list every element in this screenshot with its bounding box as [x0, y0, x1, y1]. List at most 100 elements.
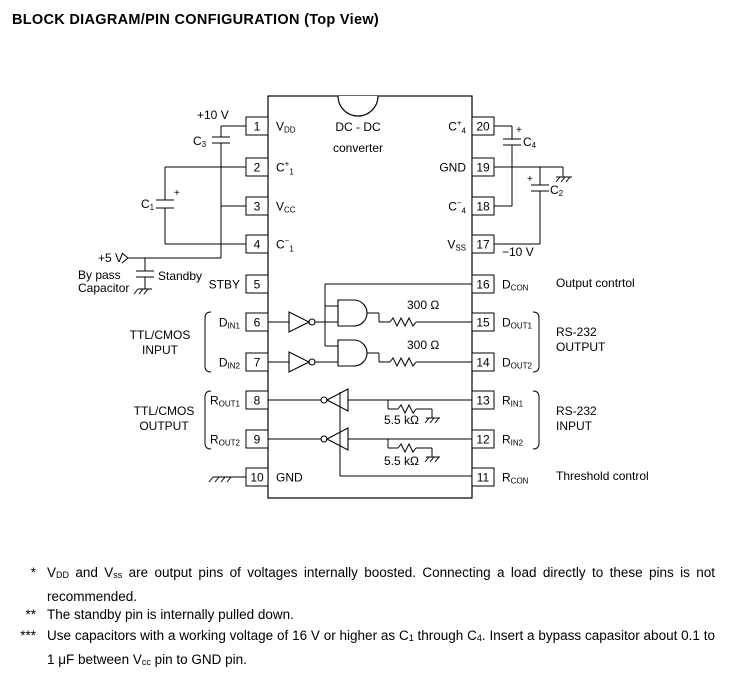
minus-10v-label: −10 V: [502, 245, 534, 259]
pin-number: 9: [254, 433, 261, 447]
c1-plus-sign: +: [174, 188, 180, 199]
c4-label: C4: [523, 135, 537, 150]
pin-6: 6 DIN1: [219, 312, 269, 332]
pin-number: 4: [254, 238, 261, 252]
pin-number: 15: [476, 316, 490, 330]
pin-1: 1 VDD: [245, 116, 296, 136]
pin-name: RIN1: [502, 394, 524, 409]
pin-19: 19 GND: [439, 157, 495, 177]
ttl-input-label-1: TTL/CMOS: [130, 328, 191, 342]
ttl-output-label-1: TTL/CMOS: [134, 404, 195, 418]
pin-name: ROUT2: [210, 433, 241, 448]
pin-20: 20 C+4: [448, 116, 495, 136]
bypass-label-2: Capacitor: [78, 281, 129, 295]
pin-number: 20: [476, 120, 490, 134]
pin-name: C+1: [276, 160, 294, 177]
pin-name: C−4: [448, 199, 466, 216]
pin-name: ROUT1: [210, 394, 241, 409]
pin-15: 15 DOUT1: [471, 312, 533, 332]
pin-name: DOUT1: [502, 316, 533, 331]
pin-name: DOUT2: [502, 356, 533, 371]
ttl-input-label-2: INPUT: [142, 343, 179, 357]
pin-8: 8 ROUT1: [210, 390, 269, 410]
pin-number: 13: [476, 394, 490, 408]
pin-name: C+4: [448, 119, 466, 136]
rs232-output-label-2: OUTPUT: [556, 340, 606, 354]
ttl-output-label-2: OUTPUT: [139, 419, 189, 433]
pin-name: C−1: [276, 237, 294, 254]
group-brackets: [204, 311, 540, 450]
pin-number: 8: [254, 394, 261, 408]
resistor-300-label-1: 300 Ω: [407, 298, 439, 312]
pin-number: 17: [476, 238, 490, 252]
resistor-5k5-label-1: 5.5 kΩ: [384, 413, 419, 427]
pin-name: VDD: [276, 120, 296, 135]
rs232-output-label-1: RS-232: [556, 325, 597, 339]
pin-name: VSS: [447, 238, 466, 253]
footnote-mark: *: [30, 565, 36, 580]
pin-3: 3 VCC: [245, 196, 296, 216]
pin-number: 18: [476, 200, 490, 214]
pin-number: 14: [476, 356, 490, 370]
converter-label-1: DC - DC: [335, 120, 381, 134]
pin-number: 3: [254, 200, 261, 214]
pin-number: 7: [254, 356, 261, 370]
pin-number: 1: [254, 120, 261, 134]
pin-14: 14 DOUT2: [471, 352, 533, 372]
plus-5v-label: +5 V: [98, 251, 123, 265]
plus-10v-label: +10 V: [197, 108, 229, 122]
pin-number: 12: [476, 433, 490, 447]
pin-11: 11 RCON: [471, 467, 529, 487]
pin-9: 9 ROUT2: [210, 429, 269, 449]
pin-10: 10 GND: [245, 467, 303, 487]
pin-name: DCON: [502, 278, 529, 293]
pin-name: VCC: [276, 200, 296, 215]
pin-name: DIN2: [219, 356, 241, 371]
footnote-text: VDD and Vss are output pins of voltages …: [47, 565, 715, 604]
pin-number: 5: [254, 278, 261, 292]
c3-label: C3: [193, 134, 207, 149]
pin-number: 2: [254, 161, 261, 175]
pin-number: 6: [254, 316, 261, 330]
c2-plus-sign: +: [527, 174, 533, 185]
pin-13: 13 RIN1: [471, 390, 524, 410]
pin-name: GND: [439, 161, 466, 175]
bypass-label-1: By pass: [78, 268, 121, 282]
standby-label: Standby: [158, 269, 202, 283]
footnote-text: The standby pin is internally pulled dow…: [47, 607, 294, 622]
pin-name: DIN1: [219, 316, 241, 331]
c2-label: C2: [550, 183, 564, 198]
pin-name: STBY: [209, 278, 240, 292]
pin-number: 10: [250, 471, 264, 485]
resistor-5k5-label-2: 5.5 kΩ: [384, 454, 419, 468]
converter-label-2: converter: [333, 141, 383, 155]
external-wiring-left: [121, 125, 246, 483]
footnote-text: Use capacitors with a working voltage of…: [47, 628, 715, 667]
pin-name: RIN2: [502, 433, 524, 448]
ic-package: [267, 95, 473, 499]
c4-plus-sign: +: [516, 125, 522, 136]
pin-name: GND: [276, 471, 303, 485]
pin-5: 5 STBY: [209, 274, 269, 294]
external-wiring-right: [494, 125, 572, 245]
pin-number: 19: [476, 161, 490, 175]
receiver-logic: [268, 388, 472, 477]
pin-name: RCON: [502, 471, 529, 486]
block-diagram: DC - DC converter 1 VDD 2 C+1 3 VCC 4 C−1 5 STBY 6…: [78, 95, 649, 499]
driver-logic: [268, 283, 472, 373]
c1-label: C1: [141, 197, 155, 212]
pin-18: 18 C−4: [448, 196, 495, 216]
footnote-mark: **: [25, 607, 36, 622]
rs232-input-label-1: RS-232: [556, 404, 597, 418]
left-pin-column: 1 VDD 2 C+1 3 VCC 4 C−1 5 STBY 6 DIN1 7 DIN2 8 ROUT1 9 RO…: [209, 116, 303, 487]
output-control-label: Output contrtol: [556, 276, 635, 290]
pin-4: 4 C−1: [245, 234, 294, 254]
pin-number: 16: [476, 278, 490, 292]
right-pin-column: 20 C+4 19 GND 18 C−4 17 VSS 16 DCON 15 DOUT1 14 DOUT2…: [439, 116, 533, 487]
rs232-input-label-2: INPUT: [556, 419, 593, 433]
resistor-300-label-2: 300 Ω: [407, 338, 439, 352]
pin-number: 11: [477, 471, 490, 485]
pin-16: 16 DCON: [471, 274, 529, 294]
diagram-title: BLOCK DIAGRAM/PIN CONFIGURATION (Top Vie…: [12, 12, 380, 28]
pin-2: 2 C+1: [245, 157, 294, 177]
